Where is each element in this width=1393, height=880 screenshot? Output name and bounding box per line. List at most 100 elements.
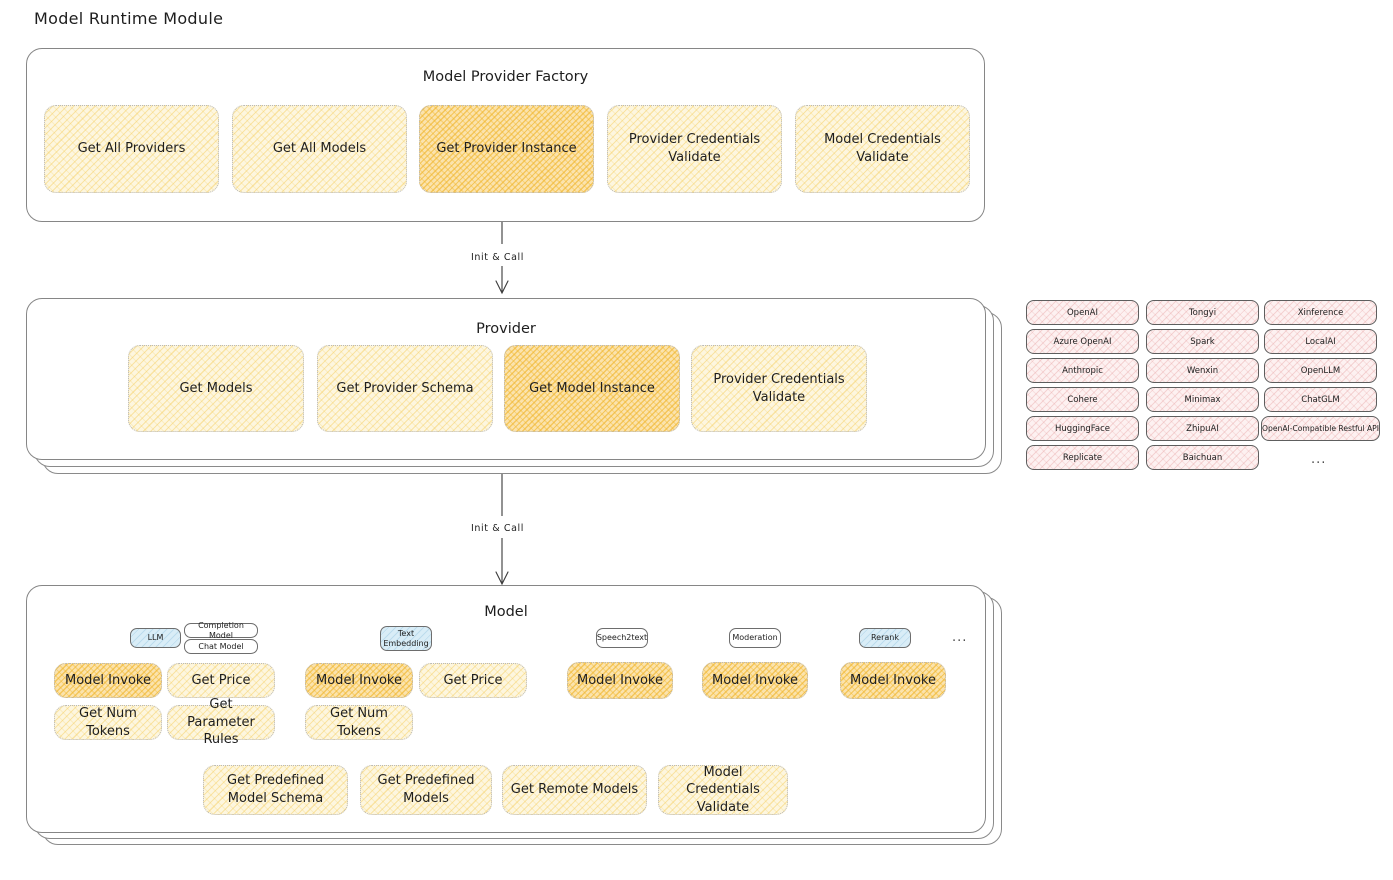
node-label: Get Parameter Rules [187,697,255,748]
node-text-embedding-get-price[interactable]: Get Price [419,663,527,698]
badge-label: Rerank [870,633,899,642]
chip-label: HuggingFace [1055,423,1110,434]
node-label: Get All Providers [77,141,186,157]
node-label: Get All Models [272,141,367,157]
provider-chip-wenxin[interactable]: Wenxin [1146,358,1259,383]
chip-label: Azure OpenAI [1053,336,1112,347]
badge-label: Completion Model [198,620,244,640]
provider-chip-openai[interactable]: OpenAI [1026,300,1139,325]
node-label: Model Invoke [712,672,798,688]
chip-label: Tongyi [1188,307,1217,318]
node-get-predefined-models[interactable]: Get Predefined Models [360,765,492,815]
badge-text-embedding[interactable]: Text Embedding [380,626,432,651]
provider-chip-localai[interactable]: LocalAI [1264,329,1377,354]
badge-label: LLM [147,633,164,642]
node-label: Get Num Tokens [79,705,137,739]
node-get-model-instance[interactable]: Get Model Instance [504,345,680,432]
provider-chip-anthropic[interactable]: Anthropic [1026,358,1139,383]
chip-label: Cohere [1067,394,1098,405]
badge-label: Text Embedding [383,628,429,648]
badge-label: Chat Model [198,641,244,651]
node-provider-credentials-validate[interactable]: Provider Credentials Validate [607,105,782,193]
provider-chip-spark[interactable]: Spark [1146,329,1259,354]
badge-label: Moderation [732,633,778,642]
badge-label: Speech2text [596,633,648,642]
node-get-predefined-model-schema[interactable]: Get Predefined Model Schema [203,765,348,815]
node-get-remote-models[interactable]: Get Remote Models [502,765,647,815]
node-llm-model-invoke[interactable]: Model Invoke [54,663,162,698]
provider-chip-openllm[interactable]: OpenLLM [1264,358,1377,383]
node-speech2text-model-invoke[interactable]: Model Invoke [567,662,673,699]
badge-completion-model[interactable]: Completion Model [184,620,258,640]
node-label: Model Credentials Validate [686,764,760,815]
chip-label: Replicate [1062,452,1103,463]
node-get-all-providers[interactable]: Get All Providers [44,105,219,193]
node-label: Get Price [443,672,503,688]
node-label: Provider Credentials Validate [628,132,761,165]
provider-chip-baichuan[interactable]: Baichuan [1146,445,1259,470]
node-text-embedding-model-invoke[interactable]: Model Invoke [305,663,413,698]
provider-title: Provider [476,321,536,337]
provider-chip-azure-openai[interactable]: Azure OpenAI [1026,329,1139,354]
node-label: Get Model Instance [529,380,655,396]
node-get-models[interactable]: Get Models [128,345,304,432]
chip-label: LocalAI [1305,336,1336,347]
chip-label: OpenLLM [1300,365,1341,376]
provider-chip-huggingface[interactable]: HuggingFace [1026,416,1139,441]
model-title: Model [484,604,528,620]
provider-chip-xinference[interactable]: Xinference [1264,300,1377,325]
chip-label: Minimax [1184,394,1221,405]
node-get-provider-schema[interactable]: Get Provider Schema [317,345,493,432]
provider-chip-cohere[interactable]: Cohere [1026,387,1139,412]
provider-chip-replicate[interactable]: Replicate [1026,445,1139,470]
node-label: Model Invoke [65,672,151,688]
model-provider-factory-title: Model Provider Factory [422,69,589,85]
chip-label: OpenAI [1066,307,1099,318]
node-get-all-models[interactable]: Get All Models [232,105,407,193]
provider-chip-minimax[interactable]: Minimax [1146,387,1259,412]
provider-chip-chatglm[interactable]: ChatGLM [1264,387,1377,412]
chip-label: Baichuan [1182,452,1223,463]
chip-label: ZhipuAI [1186,423,1219,434]
node-label: Get Predefined Models [377,773,475,806]
badge-rerank[interactable]: Rerank [859,628,911,648]
model-types-more: ... [952,630,968,645]
page-title: Model Runtime Module [34,9,224,28]
node-rerank-model-invoke[interactable]: Model Invoke [840,662,946,699]
chip-label: ChatGLM [1301,394,1340,405]
provider-chip-zhipuai[interactable]: ZhipuAI [1146,416,1259,441]
node-label: Model Invoke [316,672,402,688]
provider-chip-tongyi[interactable]: Tongyi [1146,300,1259,325]
badge-speech2text[interactable]: Speech2text [596,628,648,648]
node-model-credentials-validate[interactable]: Model Credentials Validate [795,105,970,193]
node-get-provider-instance[interactable]: Get Provider Instance [419,105,594,193]
node-label: Get Num Tokens [330,705,388,739]
node-label: Get Models [179,380,253,396]
node-text-embedding-get-num-tokens[interactable]: Get Num Tokens [305,705,413,740]
provider-chip-openai-compatible-restful-api[interactable]: OpenAI-Compatible Restful API [1261,416,1380,441]
chip-label: OpenAI-Compatible Restful API [1262,424,1379,433]
node-label: Model Invoke [850,672,936,688]
arrow-label-init-call-1: Init & Call [471,252,524,263]
node-llm-get-price[interactable]: Get Price [167,663,275,698]
node-label: Get Predefined Model Schema [227,773,324,806]
node-label: Model Credentials Validate [824,132,941,165]
badge-chat-model[interactable]: Chat Model [184,639,258,654]
arrow-label-init-call-2: Init & Call [471,523,524,534]
provider-list-more: ... [1311,452,1327,467]
chip-label: Xinference [1297,307,1344,318]
node-label: Get Provider Schema [336,380,474,396]
node-label: Provider Credentials Validate [713,371,845,405]
chip-label: Anthropic [1062,365,1103,376]
node-llm-get-num-tokens[interactable]: Get Num Tokens [54,705,162,740]
node-label: Get Price [191,672,251,688]
node-llm-get-parameter-rules[interactable]: Get Parameter Rules [167,697,275,747]
node-provider-credentials-validate-2[interactable]: Provider Credentials Validate [691,345,867,432]
node-moderation-model-invoke[interactable]: Model Invoke [702,662,808,699]
node-label: Get Remote Models [510,782,639,798]
badge-llm[interactable]: LLM [130,628,181,648]
node-label: Get Provider Instance [436,141,577,157]
node-model-credentials-validate-2[interactable]: Model Credentials Validate [658,765,788,815]
badge-moderation[interactable]: Moderation [729,628,781,648]
